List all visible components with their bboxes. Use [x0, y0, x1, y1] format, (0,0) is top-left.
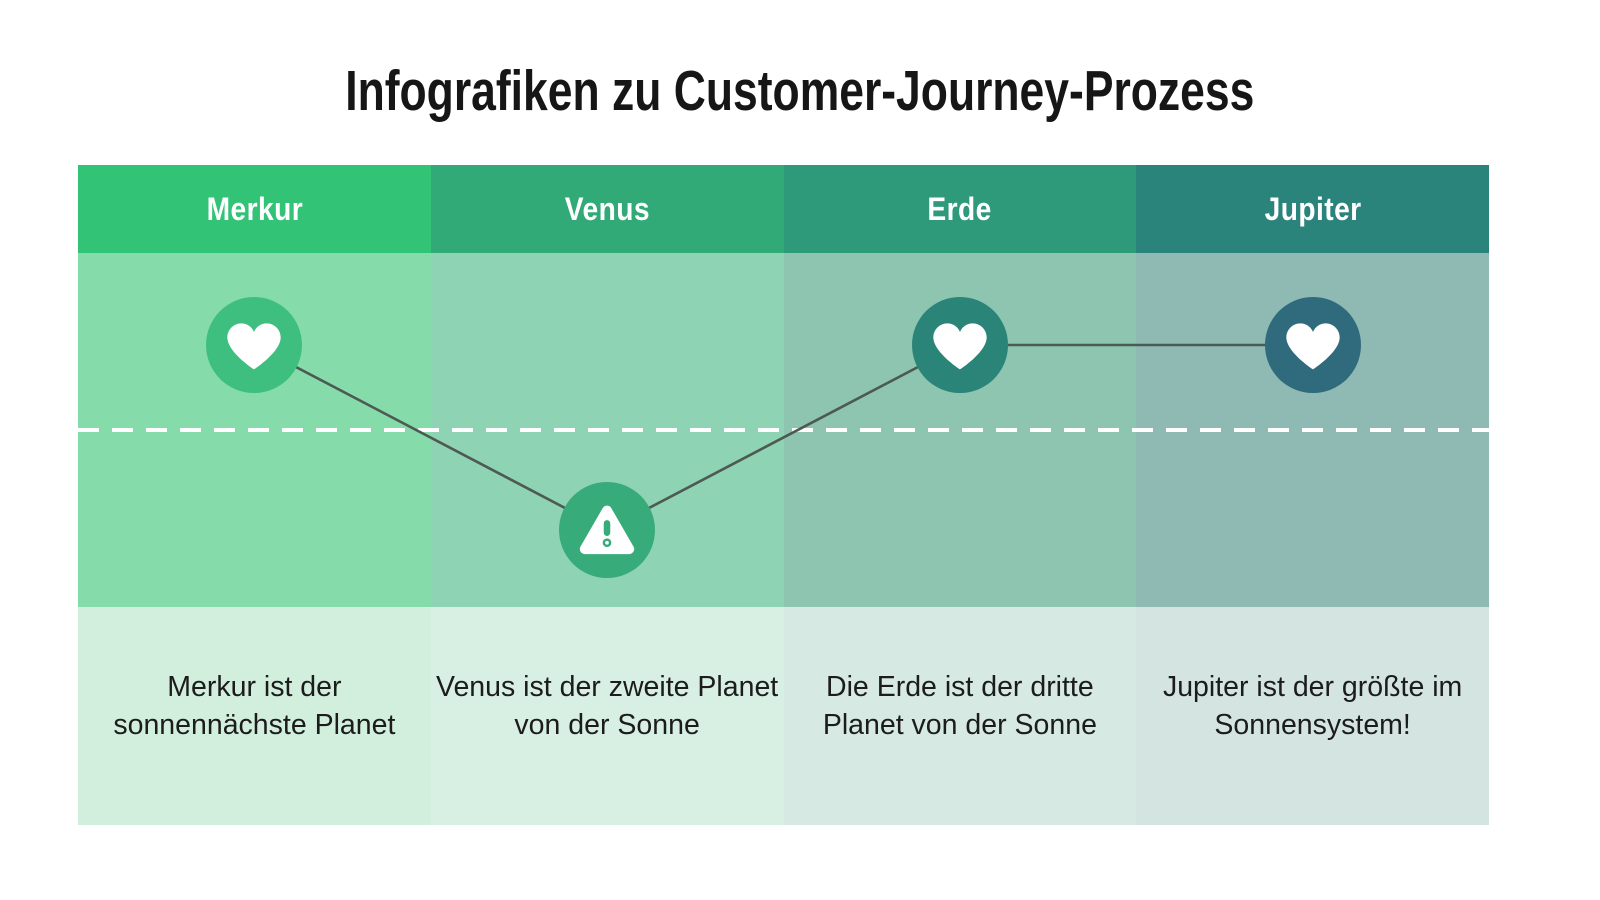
description-text: Jupiter ist der größte im Sonnensystem! [1162, 671, 1463, 741]
connector-line-merkur-venus [253, 343, 608, 532]
description-cell-erde: Die Erde ist der dritte Planet von der S… [783, 607, 1137, 825]
column-header-label: Venus [564, 190, 650, 227]
heart-icon [1285, 323, 1340, 370]
column-header-jupiter: Jupiter [1136, 165, 1489, 253]
page-title-text: Infografiken zu Customer-Journey-Prozess [345, 59, 1255, 123]
journey-table: Merkur Venus Erde Jupiter [78, 165, 1489, 825]
description-text: Die Erde ist der dritte Planet von der S… [822, 671, 1097, 741]
description-row: Merkur ist der sonnennächste Planet Venu… [78, 607, 1489, 825]
header-row: Merkur Venus Erde Jupiter [78, 165, 1489, 253]
heart-icon [227, 323, 282, 370]
journey-node-erde [911, 297, 1008, 393]
heart-icon [933, 323, 987, 370]
journey-node-jupiter [1264, 297, 1361, 393]
column-header-label: Erde [927, 190, 993, 227]
journey-node-merkur [206, 297, 303, 393]
description-cell-venus: Venus ist der zweite Planet von der Sonn… [430, 607, 784, 825]
description-text: Merkur ist der sonnennächste Planet [113, 671, 396, 741]
connector-line-venus-erde [606, 343, 961, 532]
description-cell-merkur: Merkur ist der sonnennächste Planet [78, 607, 431, 825]
description-cell-jupiter: Jupiter ist der größte im Sonnensystem! [1136, 607, 1489, 825]
column-header-erde: Erde [783, 165, 1137, 253]
description-text: Venus ist der zweite Planet von der Sonn… [436, 671, 779, 741]
journey-node-venus [559, 482, 656, 578]
journey-canvas [78, 253, 1489, 607]
warning-icon [579, 505, 635, 554]
page-title: Infografiken zu Customer-Journey-Prozess [0, 58, 1600, 124]
column-header-label: Jupiter [1264, 190, 1362, 227]
column-header-label: Merkur [206, 190, 303, 227]
column-header-merkur: Merkur [78, 165, 431, 253]
column-header-venus: Venus [430, 165, 784, 253]
journey-lines [78, 343, 1489, 532]
